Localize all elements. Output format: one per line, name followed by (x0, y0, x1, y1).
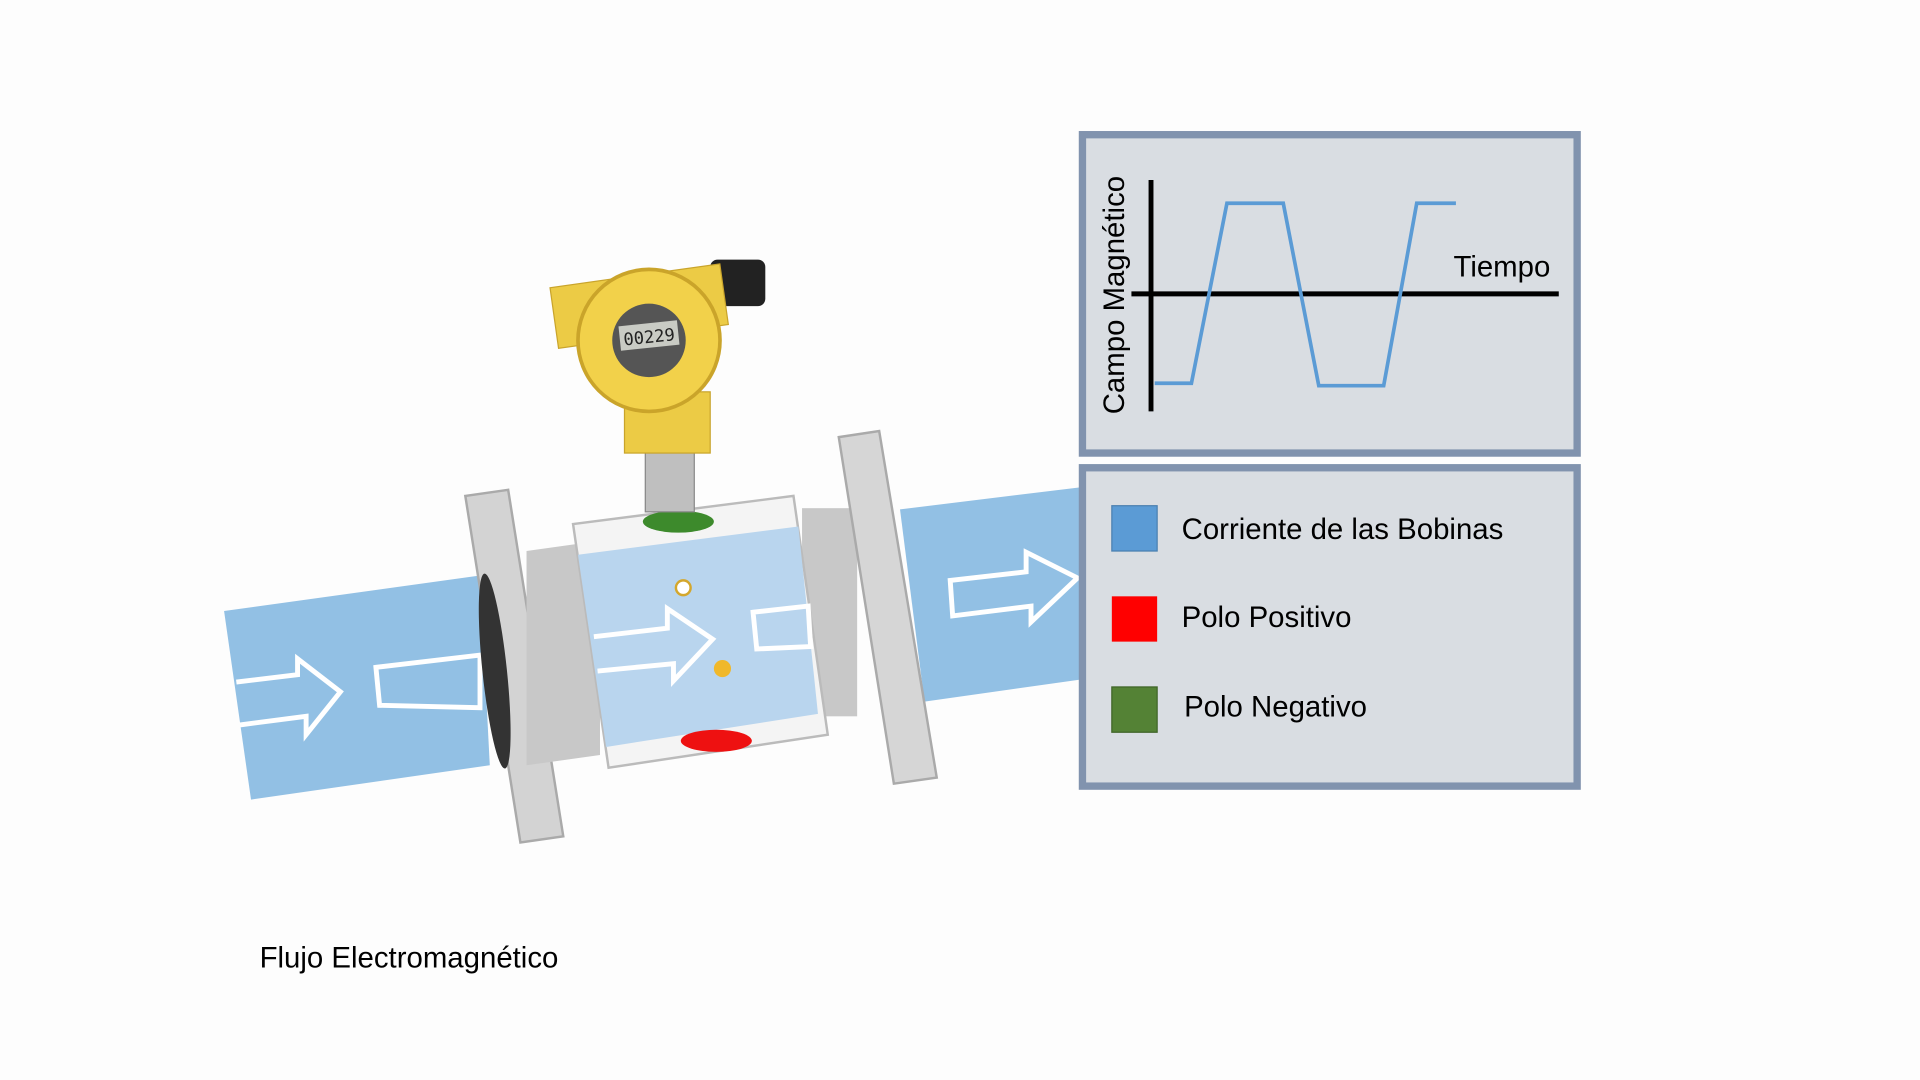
legend-swatch-negative-pole (1111, 686, 1158, 733)
y-axis-label: Campo Magnético (1098, 176, 1131, 414)
legend-panel: Corriente de las Bobinas Polo Positivo P… (1078, 464, 1581, 790)
positive-pole (680, 729, 752, 752)
legend-label-coil-current: Corriente de las Bobinas (1182, 513, 1504, 546)
left-flange (463, 488, 600, 844)
particle-neutral (674, 579, 692, 597)
magnetic-field-waveform (1154, 201, 1456, 388)
pipe (224, 487, 1082, 800)
transmitter: 00229 (549, 259, 766, 513)
particle-charged (713, 660, 732, 678)
x-axis-label: Tiempo (1453, 251, 1550, 284)
flow-arrows (236, 548, 1082, 742)
negative-pole (642, 510, 714, 533)
legend-swatch-positive-pole (1111, 596, 1158, 642)
legend-label-negative-pole: Polo Negativo (1184, 690, 1367, 723)
legend-swatch-coil-current (1111, 505, 1158, 552)
legend-label-positive-pole: Polo Positivo (1182, 601, 1352, 634)
caption: Flujo Electromagnético (260, 941, 559, 974)
graph-panel: Tiempo Campo Magnético (1078, 131, 1581, 457)
meter-body (571, 494, 830, 770)
